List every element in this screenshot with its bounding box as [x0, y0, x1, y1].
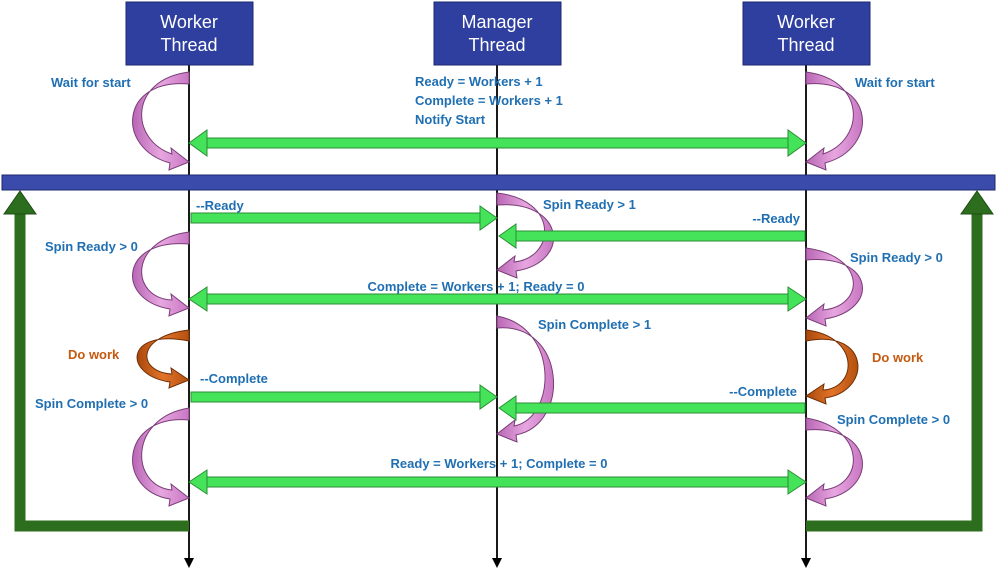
loop-spin-complete-manager [496, 315, 554, 443]
label-left-dec-complete: --Complete [200, 371, 268, 386]
label-right-spin-ready: Spin Ready > 0 [850, 250, 943, 265]
return-loop-right [806, 212, 983, 532]
loop-spin-complete-left [132, 407, 190, 507]
actor-right-worker-line1: Worker [777, 12, 835, 32]
label-manager-notify: Notify Start [415, 112, 486, 127]
label-wait-right: Wait for start [855, 75, 935, 90]
actor-right-worker-line2: Thread [777, 35, 834, 55]
loop-wait-right [805, 71, 863, 171]
loop-spin-ready-right [805, 247, 863, 327]
loop-wait-left [132, 71, 190, 171]
label-right-spin-complete: Spin Complete > 0 [837, 412, 950, 427]
return-loop-right-head [960, 190, 994, 215]
broadcast-notify-start [188, 129, 807, 157]
actor-manager: Manager Thread [433, 1, 562, 66]
barrier-bar [1, 174, 996, 191]
label-wait-left: Wait for start [51, 75, 131, 90]
label-reset-complete: Complete = Workers + 1; Ready = 0 [368, 279, 585, 294]
label-manager-ready: Ready = Workers + 1 [415, 74, 543, 89]
actor-manager-line2: Thread [468, 35, 525, 55]
label-left-spin-complete: Spin Complete > 0 [35, 396, 148, 411]
loop-spin-ready-left [132, 231, 190, 317]
label-manager-spin-ready: Spin Ready > 1 [543, 197, 636, 212]
actor-left-worker: Worker Thread [125, 1, 254, 66]
actor-manager-line1: Manager [461, 12, 532, 32]
actor-left-worker-line2: Thread [160, 35, 217, 55]
actor-right-worker: Worker Thread [742, 1, 871, 66]
arrow-right-dec-complete [498, 395, 806, 421]
loop-spin-ready-manager [496, 192, 554, 279]
label-left-spin-ready: Spin Ready > 0 [45, 239, 138, 254]
label-reset-ready: Ready = Workers + 1; Complete = 0 [391, 456, 608, 471]
lifeline-left-worker [184, 65, 194, 568]
label-left-do-work: Do work [68, 347, 120, 362]
label-left-dec-ready: --Ready [196, 198, 244, 213]
loop-spin-complete-right [805, 417, 863, 507]
return-loop-left [14, 212, 189, 532]
actor-left-worker-line1: Worker [160, 12, 218, 32]
broadcast-reset-complete [188, 286, 807, 312]
arrow-left-dec-complete [190, 384, 498, 410]
label-right-dec-complete: --Complete [729, 384, 797, 399]
label-manager-complete: Complete = Workers + 1 [415, 93, 563, 108]
loop-do-work-right [804, 329, 859, 405]
label-right-dec-ready: --Ready [752, 211, 800, 226]
return-loop-left-head [3, 190, 37, 215]
lifeline-right-worker [801, 65, 811, 568]
arrow-right-dec-ready [498, 223, 806, 249]
broadcast-reset-ready [188, 469, 807, 495]
loop-do-work-left [136, 329, 191, 389]
arrow-left-dec-ready [190, 205, 498, 231]
label-manager-spin-complete: Spin Complete > 1 [538, 317, 651, 332]
label-right-do-work: Do work [872, 350, 924, 365]
